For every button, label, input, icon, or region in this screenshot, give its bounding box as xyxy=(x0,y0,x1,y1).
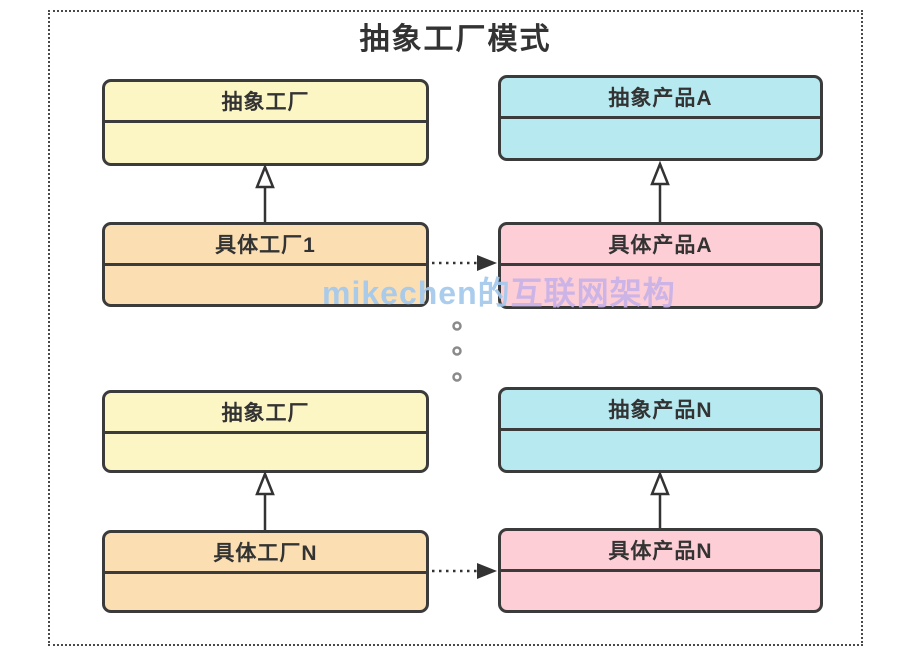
class-box-body xyxy=(501,431,820,470)
class-box-abstract-factory-bottom: 抽象工厂 xyxy=(102,390,429,473)
class-box-label: 具体产品A xyxy=(501,225,820,266)
class-box-abstract-factory-top: 抽象工厂 xyxy=(102,79,429,166)
class-box-concrete-product-a: 具体产品A xyxy=(498,222,823,309)
class-box-concrete-factory-n: 具体工厂N xyxy=(102,530,429,613)
class-box-abstract-product-n: 抽象产品N xyxy=(498,387,823,473)
class-box-abstract-product-a: 抽象产品A xyxy=(498,75,823,161)
class-box-label: 抽象产品A xyxy=(501,78,820,119)
class-box-body xyxy=(501,119,820,158)
class-box-body xyxy=(105,574,426,610)
class-box-body xyxy=(105,434,426,470)
watermark-purple-part: 互联网架构 xyxy=(510,275,676,311)
class-box-label: 抽象工厂 xyxy=(105,393,426,434)
class-box-body xyxy=(105,123,426,163)
class-box-label: 抽象工厂 xyxy=(105,82,426,123)
class-box-label: 抽象产品N xyxy=(501,390,820,431)
watermark-blue-part: mikechen的 xyxy=(322,275,511,311)
class-box-body xyxy=(501,572,820,610)
class-box-concrete-product-n: 具体产品N xyxy=(498,528,823,613)
class-box-concrete-factory-1: 具体工厂1 xyxy=(102,222,429,307)
class-box-label: 具体工厂N xyxy=(105,533,426,574)
diagram-title: 抽象工厂模式 xyxy=(359,23,552,56)
class-box-label: 具体工厂1 xyxy=(105,225,426,266)
class-box-label: 具体产品N xyxy=(501,531,820,572)
watermark: mikechen的互联网架构 xyxy=(322,268,676,314)
dotted-frame xyxy=(48,10,863,646)
